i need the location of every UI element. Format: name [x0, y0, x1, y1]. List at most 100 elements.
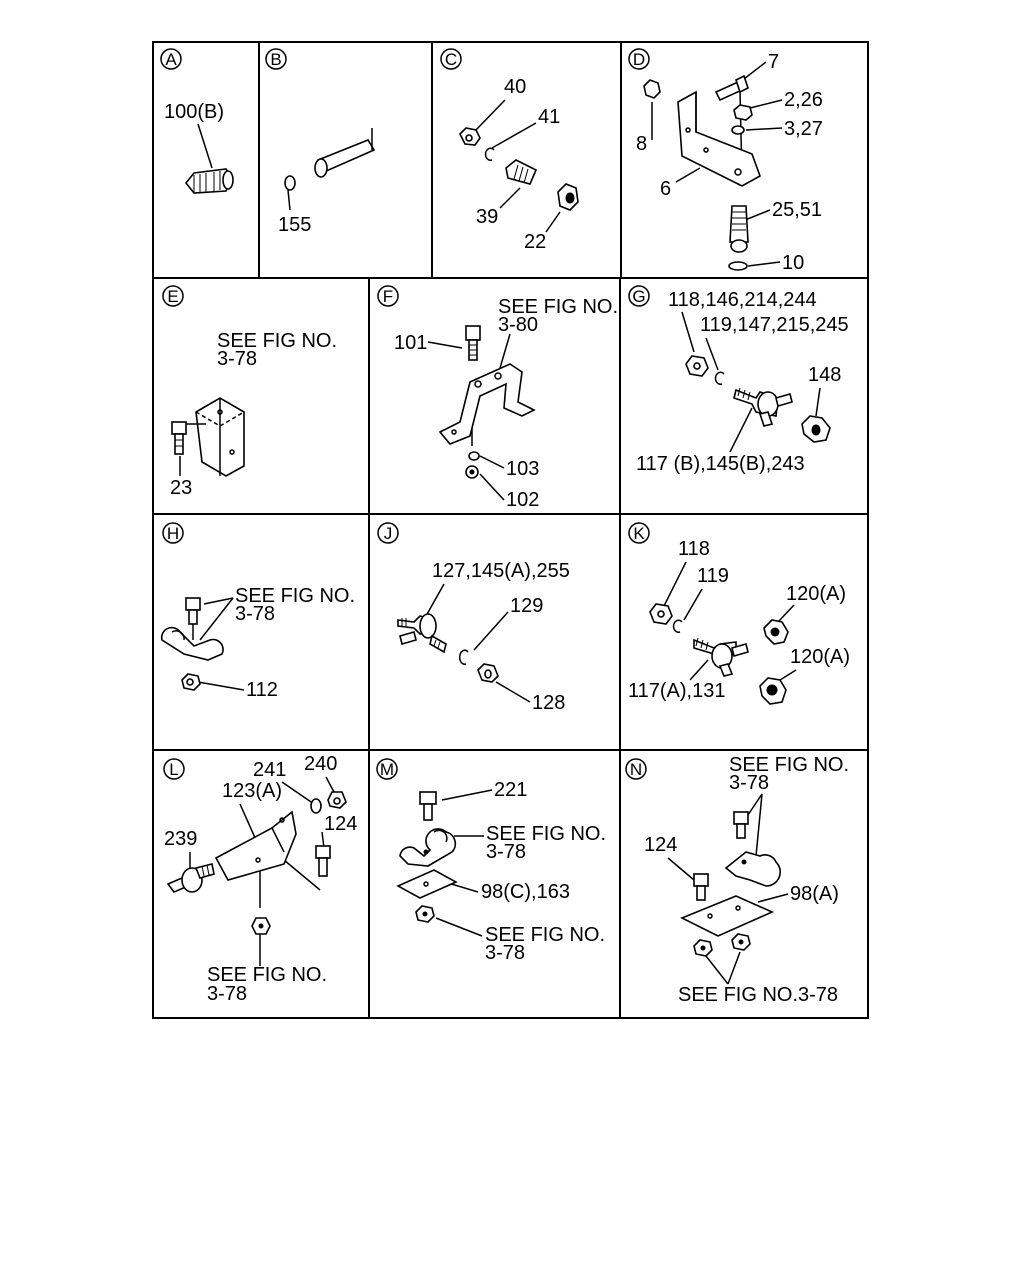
panel-letter-l: L	[163, 758, 185, 780]
nut-right	[731, 933, 751, 951]
tee-fitting-part	[693, 637, 749, 677]
clamp-bracket-part	[438, 363, 536, 445]
svg-text:D: D	[633, 50, 645, 69]
plate-98c	[396, 869, 458, 899]
panel-j: J 127,145(A),255 129 128	[377, 522, 570, 714]
bolt-124	[315, 845, 331, 877]
leader-lines	[663, 561, 797, 681]
label-128: 128	[532, 692, 565, 714]
leader-lines	[681, 311, 821, 453]
washer-10	[728, 261, 748, 271]
leader-line	[197, 123, 213, 169]
washer-3-27	[731, 125, 745, 135]
panel-letter-m: M	[376, 758, 398, 780]
leader-lines	[473, 99, 561, 233]
washer-129	[458, 649, 469, 665]
bolt-124	[693, 873, 709, 901]
panel-letter-g: G	[628, 285, 650, 307]
cap-nut-120a-top	[763, 619, 789, 645]
label-6: 6	[660, 178, 671, 200]
label-98a: 98(A)	[790, 883, 839, 905]
panel-g: G 118,146,214,244 119,147,215,245 148 11…	[628, 285, 849, 475]
bracket-part	[677, 90, 761, 187]
leader-lines	[425, 583, 531, 703]
label-22: 22	[524, 231, 546, 253]
panel-d: D 7 2,26 3,27 8 6 25,51 10	[628, 48, 823, 274]
label-23: 23	[170, 477, 192, 499]
plate-98a	[680, 895, 774, 937]
nut-240	[327, 791, 347, 809]
nut-part	[459, 127, 481, 146]
panel-letter-a: A	[160, 48, 182, 70]
label-98c-163: 98(C),163	[481, 881, 570, 903]
bracket-part	[195, 397, 245, 477]
nut-118	[685, 355, 709, 377]
leader-line	[287, 189, 291, 211]
bolt-top	[733, 811, 749, 839]
panel-letter-k: K	[628, 522, 650, 544]
label-120a-bottom: 120(A)	[790, 646, 850, 668]
panel-h: H SEE FIG NO. 3-78 112	[160, 522, 355, 701]
label-39: 39	[476, 206, 498, 228]
label-see-fig-top: SEE FIG NO.	[729, 754, 849, 776]
cap-nut-part	[557, 183, 579, 211]
nut-118	[649, 603, 673, 625]
label-240: 240	[304, 753, 337, 775]
panel-n: N SEE FIG NO. 3-78 124 98(A) SEE FIG NO.…	[625, 754, 849, 1006]
panel-l: L 241 240 123(A) 124 239 SEE FIG NO. 3-7…	[163, 753, 357, 1005]
label-see-fig: SEE FIG NO.	[498, 296, 618, 318]
leader-lines	[667, 793, 789, 985]
label-124: 124	[644, 834, 677, 856]
bolt-221	[419, 791, 437, 821]
nut-bottom	[415, 905, 435, 923]
panel-b: B 155	[265, 48, 376, 236]
label-see-fig-bottom: SEE FIG NO.	[485, 924, 605, 946]
label-119: 119	[697, 565, 729, 587]
label-3-78: 3-78	[217, 348, 257, 370]
washer-part	[484, 147, 495, 162]
grid-frame	[152, 41, 869, 1019]
label-3-78-top: 3-78	[486, 841, 526, 863]
label-10: 10	[782, 252, 804, 274]
panel-letter-c: C	[440, 48, 462, 70]
label-see-fig-bottom: SEE FIG NO.3-78	[678, 984, 838, 1006]
nut-8	[643, 79, 661, 99]
fitting-239	[166, 863, 215, 893]
panel-m: M 221 SEE FIG NO. 3-78 98(C),163 SEE FIG…	[376, 758, 606, 964]
nut-2-26	[733, 104, 753, 121]
bolt-part	[185, 597, 201, 625]
svg-text:B: B	[270, 50, 281, 69]
svg-text:G: G	[632, 287, 645, 306]
panel-k: K 118 119 120(A) 120(A) 117(A),131	[628, 522, 850, 705]
label-239: 239	[164, 828, 197, 850]
label-2-26: 2,26	[784, 89, 823, 111]
label-8: 8	[636, 133, 647, 155]
label-7: 7	[768, 51, 779, 73]
svg-text:A: A	[165, 50, 177, 69]
label-127-145a: 127,145(A),255	[432, 560, 570, 582]
svg-text:L: L	[169, 760, 178, 779]
svg-text:K: K	[633, 524, 645, 543]
label-123a: 123(A)	[222, 780, 282, 802]
label-25-51: 25,51	[772, 199, 822, 221]
bracket-123a	[214, 810, 297, 881]
leader-lines	[192, 597, 245, 691]
label-102: 102	[506, 489, 539, 511]
label-3-78: 3-78	[207, 983, 247, 1005]
leader-lines	[435, 789, 493, 937]
label-3-78-bottom: 3-78	[485, 942, 525, 964]
label-see-fig: SEE FIG NO.	[235, 585, 355, 607]
svg-text:H: H	[167, 524, 179, 543]
label-3-27: 3,27	[784, 118, 823, 140]
label-119-147: 119,147,215,245	[700, 314, 849, 336]
clamp-part	[724, 851, 781, 887]
label-100b: 100(B)	[164, 101, 224, 123]
nut-112	[181, 673, 201, 691]
clamp-part	[160, 626, 224, 661]
label-3-80: 3-80	[498, 314, 538, 336]
label-3-78-top: 3-78	[729, 772, 769, 794]
panel-letter-e: E	[162, 285, 184, 307]
nut-128	[477, 663, 499, 683]
panel-e: E SEE FIG NO. 3-78 23	[162, 285, 337, 499]
panel-a: A 100(B)	[160, 48, 234, 194]
